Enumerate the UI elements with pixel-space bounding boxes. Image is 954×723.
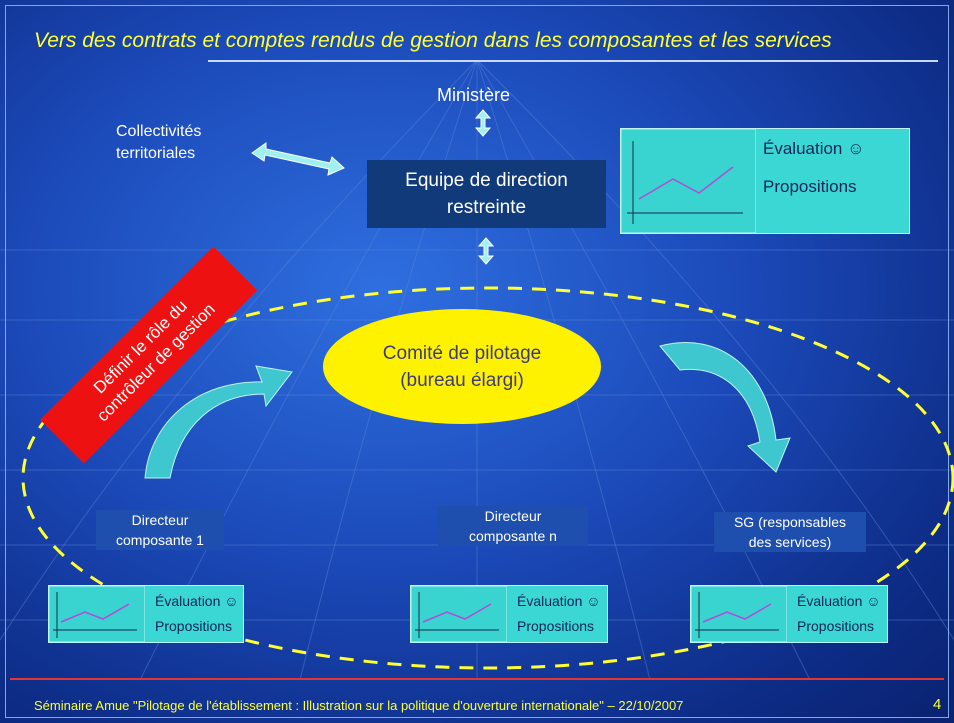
director-sg: SG (responsables des services) [714, 512, 866, 552]
director-1-line2: composante 1 [116, 532, 204, 548]
director-n-line1: Directeur [484, 508, 542, 524]
ministere-double-arrow [474, 109, 492, 137]
equipe-double-arrow [477, 237, 495, 265]
footer-rule [10, 678, 944, 680]
evaluation-card-top: Évaluation ☺ Propositions [620, 128, 910, 234]
evaluation-card-2: Évaluation ☺ Propositions [410, 585, 608, 643]
card-top-evaluation: Évaluation ☺ [763, 139, 865, 158]
card-3-evaluation: Évaluation ☺ [797, 593, 881, 609]
equipe-line1: Equipe de direction [405, 170, 568, 191]
mini-chart-icon [691, 586, 787, 642]
ministere-label: Ministère [437, 85, 511, 105]
comite-line1: Comité de pilotage [382, 342, 542, 364]
equipe-direction-box: Equipe de direction restreinte [367, 160, 606, 228]
evaluation-card-1: Évaluation ☺ Propositions [48, 585, 244, 643]
collectivites-label: Collectivités territoriales [116, 121, 201, 165]
card-top-propositions: Propositions [763, 177, 857, 196]
director-sg-line1: SG (responsables [733, 514, 847, 530]
page-number: 4 [933, 696, 942, 713]
dashed-ellipse [21, 286, 954, 670]
card-2-evaluation: Évaluation ☺ [517, 593, 601, 609]
equipe-line2: restreinte [446, 197, 527, 218]
evaluation-card-3: Évaluation ☺ Propositions [690, 585, 888, 643]
footer-text: Séminaire Amue "Pilotage de l'établissem… [34, 698, 684, 713]
card-3-propositions: Propositions [797, 618, 875, 634]
director-1-line1: Directeur [131, 512, 189, 528]
card-1-evaluation: Évaluation ☺ [155, 593, 239, 609]
mini-chart-icon [49, 586, 145, 642]
card-1-propositions: Propositions [155, 618, 233, 634]
comite-line2: (bureau élargi) [400, 369, 524, 391]
director-sg-line2: des services) [748, 534, 832, 550]
comite-pilotage-ellipse: Comité de pilotage (bureau élargi) [323, 309, 601, 424]
collectivites-double-arrow [251, 142, 345, 176]
collectivites-line2: territoriales [116, 145, 196, 162]
mini-chart-icon [621, 129, 756, 233]
director-composante-1: Directeur composante 1 [96, 510, 224, 550]
curved-arrow-right [659, 341, 791, 473]
card-2-propositions: Propositions [517, 618, 595, 634]
director-n-line2: composante n [469, 528, 557, 544]
mini-chart-icon [411, 586, 507, 642]
director-composante-n: Directeur composante n [438, 506, 588, 546]
collectivites-line1: Collectivités [116, 123, 202, 140]
curved-arrow-left [144, 365, 293, 479]
slide-title: Vers des contrats et comptes rendus de g… [34, 29, 832, 52]
title-underline [208, 60, 938, 62]
